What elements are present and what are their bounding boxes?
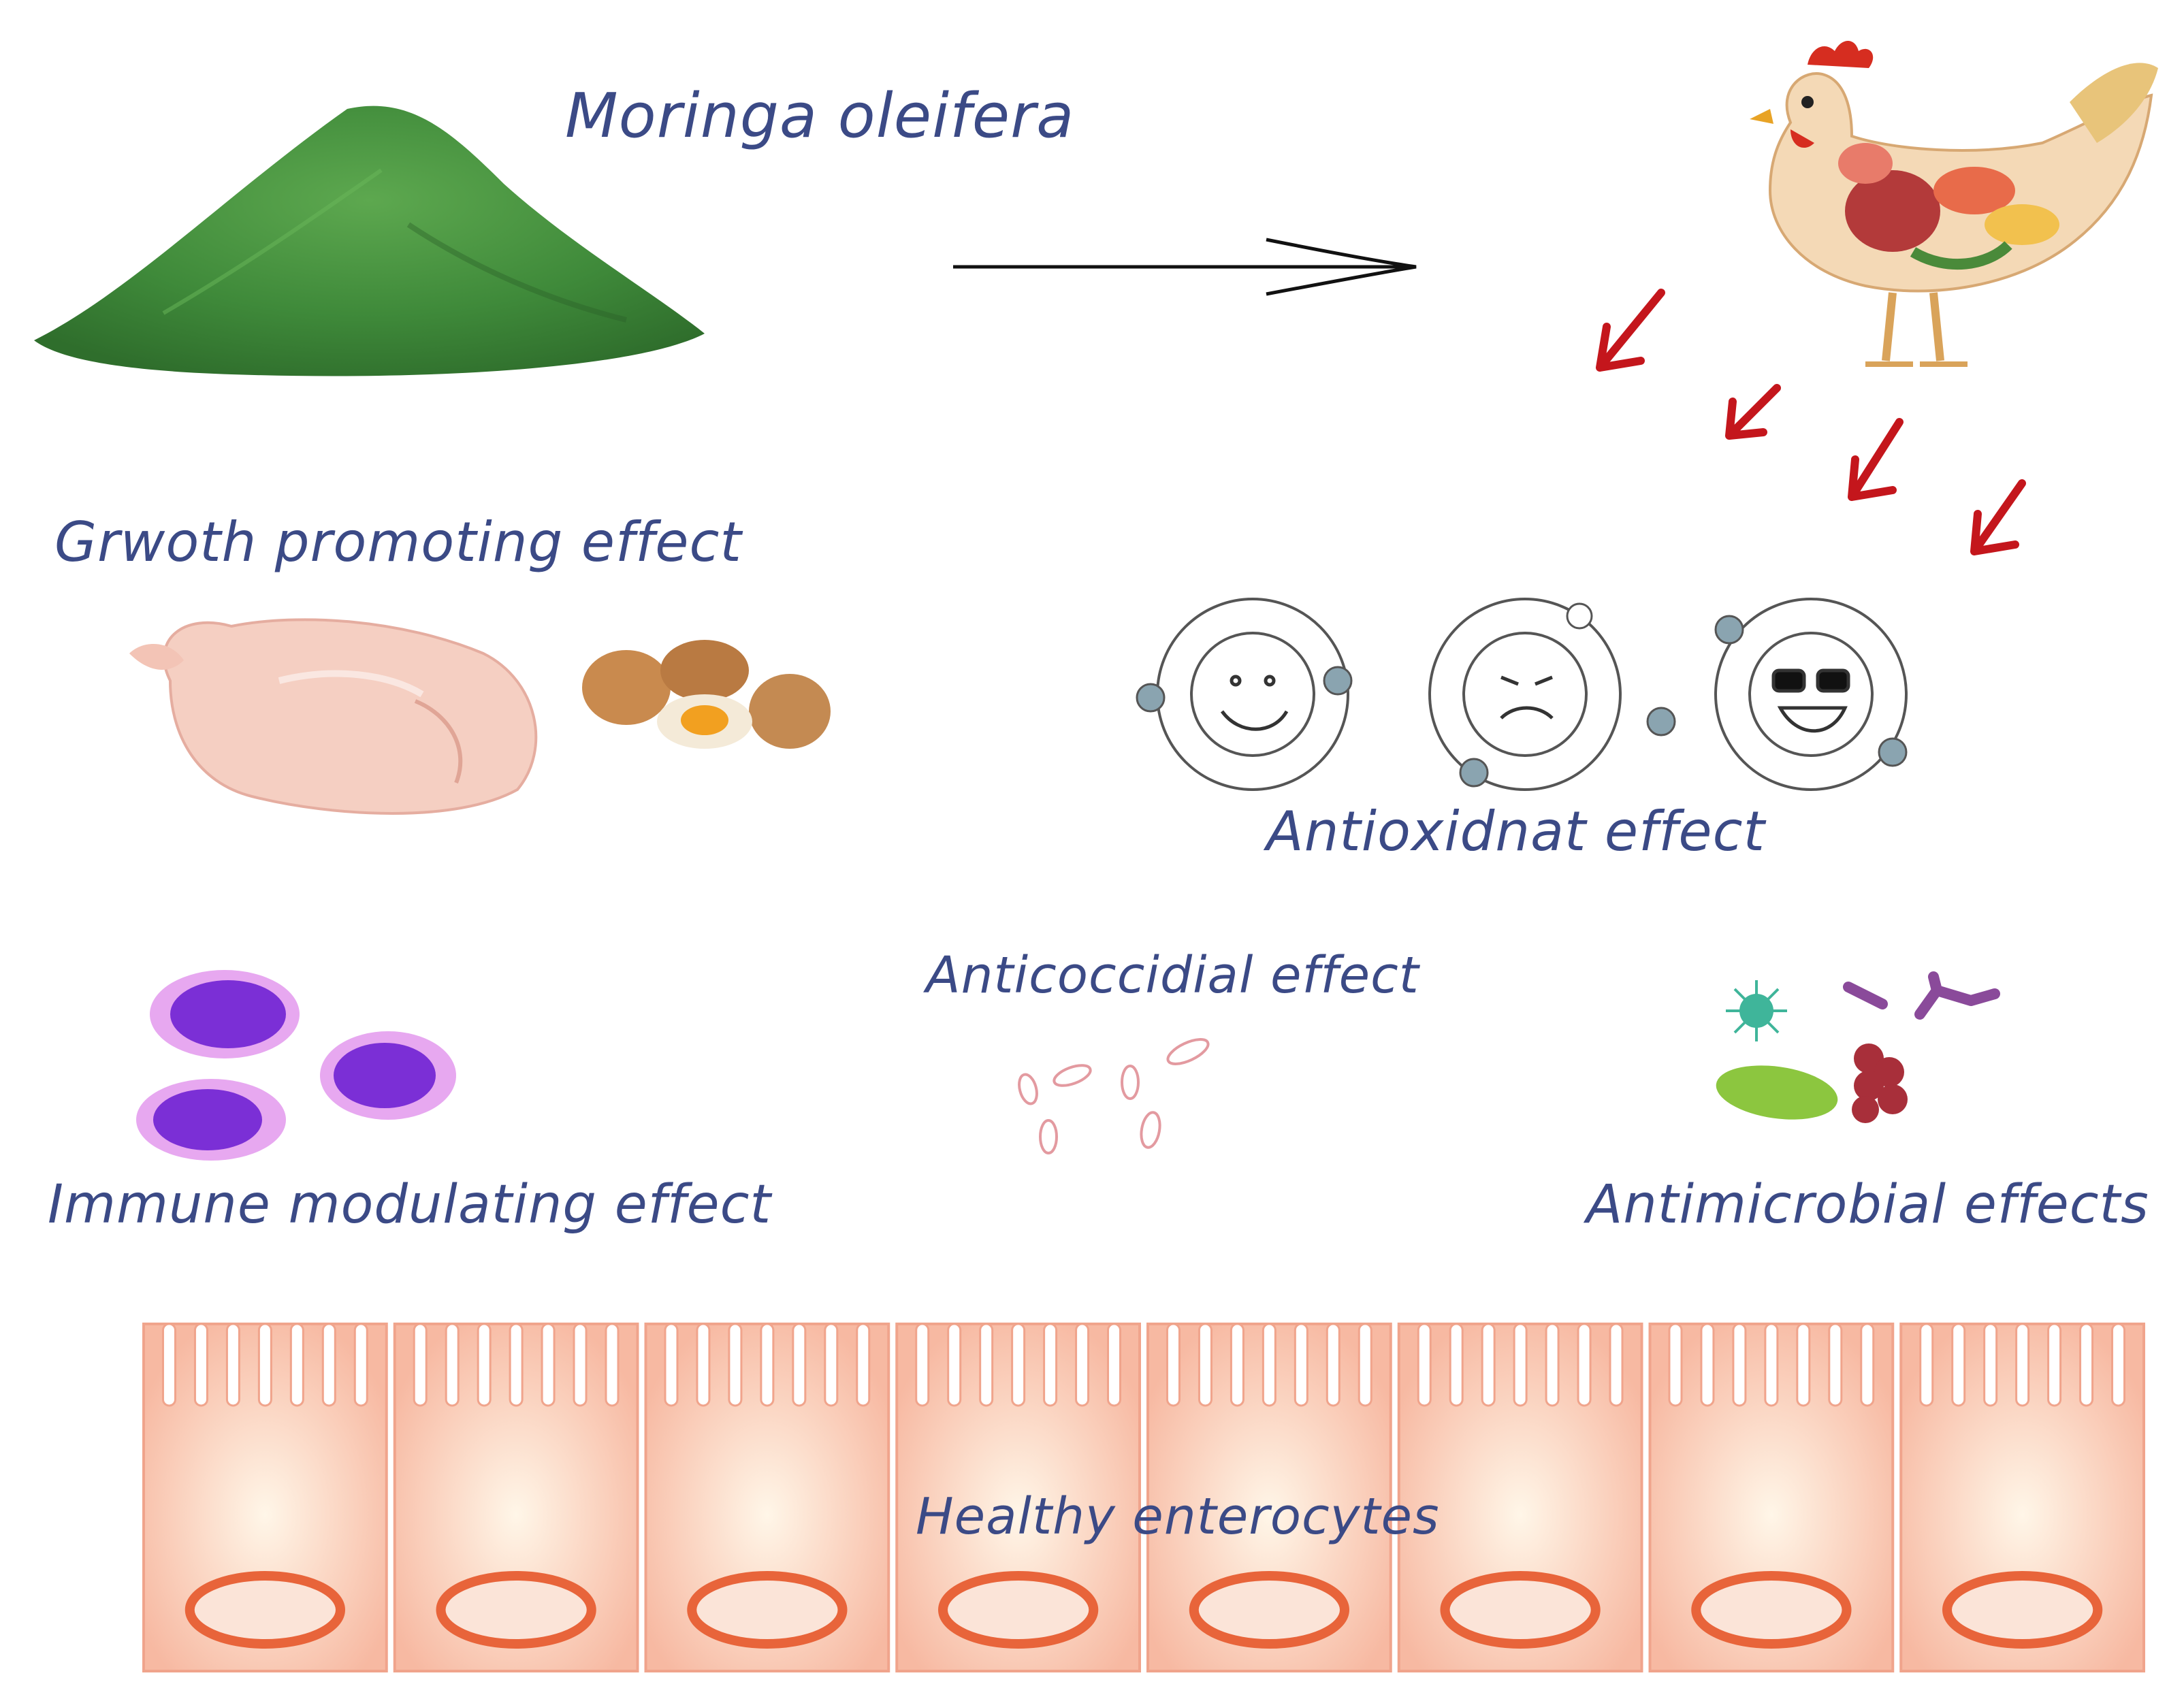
microvillus — [1198, 1323, 1213, 1407]
nucleus — [1691, 1571, 1852, 1649]
microvillus — [1577, 1323, 1592, 1407]
microvillus — [915, 1323, 930, 1407]
microvillus — [1107, 1323, 1122, 1407]
immune-label: Immune modulating effect — [48, 1174, 772, 1235]
microvillus — [257, 1323, 272, 1407]
nucleus — [184, 1571, 345, 1649]
microvillus — [1449, 1323, 1464, 1407]
microvillus — [824, 1323, 839, 1407]
microvillus — [1668, 1323, 1683, 1407]
microvillus — [289, 1323, 304, 1407]
microvillus — [1700, 1323, 1715, 1407]
microvillus — [728, 1323, 743, 1407]
microvillus — [792, 1323, 807, 1407]
microvillus — [1417, 1323, 1432, 1407]
microvillus — [2111, 1323, 2126, 1407]
microvillus — [1043, 1323, 1058, 1407]
microvillus — [2015, 1323, 2030, 1407]
microvillus — [1230, 1323, 1244, 1407]
microvillus — [509, 1323, 524, 1407]
microvillus — [1075, 1323, 1090, 1407]
nucleus — [1189, 1571, 1349, 1649]
nucleus — [687, 1571, 848, 1649]
nucleus — [1942, 1571, 2103, 1649]
hen-anatomy-icon — [1688, 27, 2158, 388]
microvillus — [1983, 1323, 1998, 1407]
microvillus — [1860, 1323, 1875, 1407]
microvillus — [1166, 1323, 1181, 1407]
coccidia-oocysts-icon — [1008, 1028, 1225, 1164]
raw-chicken-icon — [129, 599, 558, 824]
microvillus — [445, 1323, 460, 1407]
microvillus — [1326, 1323, 1340, 1407]
microvillus — [664, 1323, 679, 1407]
microvillus — [1951, 1323, 1966, 1407]
microvillus — [2079, 1323, 2094, 1407]
microbes-icon — [1702, 971, 2002, 1144]
anticoccidial-label: Anticoccidial effect — [926, 946, 1419, 1005]
microvillus — [1919, 1323, 1934, 1407]
eggs-icon — [579, 640, 837, 756]
enterocytes-label: Healthy enterocytes — [916, 1487, 1440, 1546]
microvillus — [1513, 1323, 1528, 1407]
growth-label: Grwoth promoting effect — [54, 511, 742, 574]
nucleus — [436, 1571, 596, 1649]
microvillus — [477, 1323, 492, 1407]
microvillus — [541, 1323, 556, 1407]
microvillus — [321, 1323, 336, 1407]
enterocyte-cells-icon — [140, 1310, 2148, 1678]
microvillus — [760, 1323, 775, 1407]
microvillus — [1358, 1323, 1372, 1407]
microvillus — [696, 1323, 711, 1407]
microvillus — [856, 1323, 871, 1407]
microvillus — [161, 1323, 176, 1407]
microvillus — [413, 1323, 428, 1407]
microvillus — [1011, 1323, 1026, 1407]
immune-cells-icon — [129, 967, 470, 1164]
microvillus — [947, 1323, 962, 1407]
microvillus — [573, 1323, 588, 1407]
antioxidant-label: Antioxidnat effect — [1266, 800, 1765, 863]
moringa-label: Moringa oleifera — [565, 80, 1075, 152]
microvillus — [193, 1323, 208, 1407]
microvillus — [1828, 1323, 1843, 1407]
microvillus — [2047, 1323, 2062, 1407]
microvillus — [1481, 1323, 1496, 1407]
microvillus — [979, 1323, 994, 1407]
microvillus — [1732, 1323, 1747, 1407]
microvillus — [1294, 1323, 1308, 1407]
free-radical-molecules-icon — [1130, 592, 1927, 810]
nucleus — [1440, 1571, 1601, 1649]
microvillus — [1764, 1323, 1779, 1407]
antimicrobial-label: Antimicrobial effects — [1586, 1174, 2149, 1235]
microvillus — [1262, 1323, 1276, 1407]
microvillus — [1796, 1323, 1811, 1407]
nucleus — [938, 1571, 1099, 1649]
microvillus — [225, 1323, 240, 1407]
red-arrows-icon — [1586, 286, 2063, 572]
microvillus — [605, 1323, 620, 1407]
moringa-powder-pile-icon — [27, 88, 708, 381]
microvillus — [1609, 1323, 1624, 1407]
microvillus — [1545, 1323, 1560, 1407]
arrow-right-icon — [946, 231, 1423, 306]
microvillus — [353, 1323, 368, 1407]
